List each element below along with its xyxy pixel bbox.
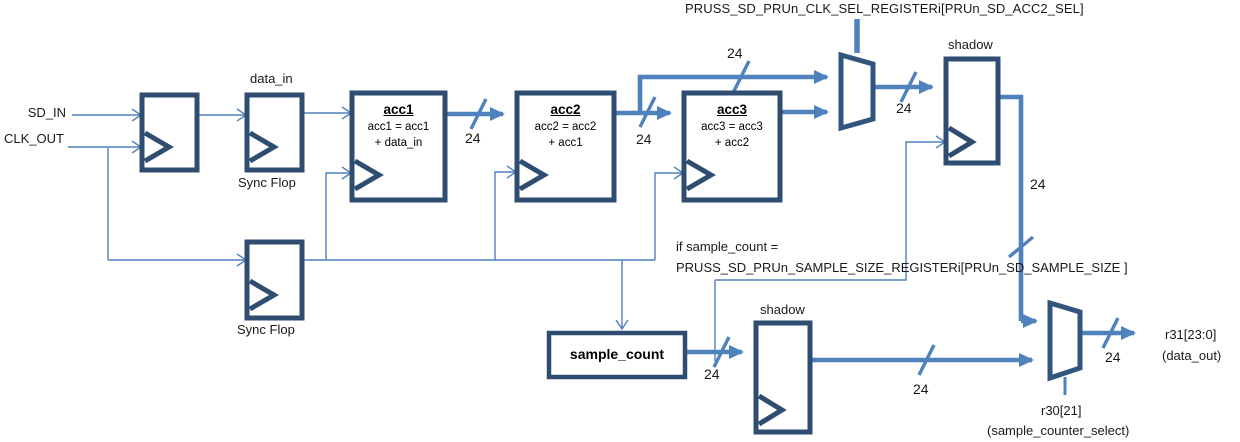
clk-sel-register-label: PRUSS_SD_PRUn_CLK_SEL_REGISTERi[PRUn_SD_… xyxy=(685,1,1084,16)
acc1-content: acc1 acc1 = acc1 + data_in xyxy=(352,93,445,200)
acc-select-mux xyxy=(838,51,876,132)
slash-acc2-acc3 xyxy=(638,96,657,128)
clock-chevron-icon xyxy=(757,393,787,427)
bus-slashes xyxy=(469,60,1120,376)
acc2-branch-to-mux-bus xyxy=(637,70,829,113)
acc2-clock-wire xyxy=(494,165,518,260)
acc2-content: acc2 acc2 = acc2 + acc1 xyxy=(517,93,614,200)
acc1-eq1: acc1 = acc1 xyxy=(367,121,430,133)
condition-line1: if sample_count = xyxy=(676,239,779,254)
select-name-label: (sample_counter_select) xyxy=(987,423,1130,438)
data-out-register-label: r31[23:0] xyxy=(1165,327,1217,342)
clock-chevron-icon xyxy=(143,130,174,164)
bus-width-shadow-bottom: 24 xyxy=(913,381,929,397)
multiplexers xyxy=(838,51,1083,382)
acc3-clock-wire xyxy=(654,166,685,260)
slash-mux2-out xyxy=(1101,317,1120,349)
sync-flop-bottom-box xyxy=(244,239,305,321)
sync-flop-bottom-label: Sync Flop xyxy=(237,322,295,337)
thin-wires xyxy=(68,106,944,361)
bus-width-acc2-acc3: 24 xyxy=(636,131,652,147)
bus-width-samplecount: 24 xyxy=(704,366,720,382)
data-out-name-label: (data_out) xyxy=(1162,348,1222,363)
clock-chevron-icon xyxy=(518,158,549,192)
sync-flop-top-label: Sync Flop xyxy=(238,175,296,190)
slash-acc1-acc2 xyxy=(469,98,488,130)
output-select-mux xyxy=(1047,299,1083,382)
acc1-equation: acc1 = acc1 + data_in xyxy=(368,120,430,151)
shadow-bottom-label: shadow xyxy=(760,302,805,317)
select-register-label: r30[21] xyxy=(1041,403,1082,418)
slash-shadow-vertical xyxy=(1007,235,1035,259)
bus-width-mux2-out: 24 xyxy=(1105,349,1121,365)
shadow-top-box xyxy=(943,56,1001,166)
clk-out-label: CLK_OUT xyxy=(4,131,64,146)
acc3-title: acc3 xyxy=(716,102,748,117)
acc1-title: acc1 xyxy=(383,102,414,117)
acc2-title: acc2 xyxy=(550,102,581,117)
bus-wires xyxy=(445,19,1136,395)
bus-width-branch-top: 24 xyxy=(727,45,743,61)
bus-width-mux1-out: 24 xyxy=(896,100,912,116)
slash-shadow-bottom xyxy=(917,344,936,376)
sample-size-condition-wire xyxy=(714,142,944,361)
acc1-eq2: + data_in xyxy=(374,136,423,149)
acc3-eq2: + acc2 xyxy=(714,136,750,149)
sd-in-label: SD_IN xyxy=(27,105,66,120)
acc3-content: acc3 acc3 = acc3 + acc2 xyxy=(684,93,780,200)
clock-chevron-icon xyxy=(353,158,384,192)
slash-samplecount xyxy=(712,336,731,368)
acc3-equation: acc3 = acc3 + acc2 xyxy=(701,120,763,151)
sample-count-box xyxy=(546,330,688,380)
shadow-top-label: shadow xyxy=(948,37,993,52)
sample-count-label: sample_count xyxy=(569,346,665,362)
slash-branch-top xyxy=(732,60,751,92)
slash-mux1-out xyxy=(899,71,918,103)
clock-chevron-icon xyxy=(248,278,279,312)
shadow-bottom-box xyxy=(753,320,813,435)
acc2-equation: acc2 = acc2 + acc1 xyxy=(535,120,597,151)
clock-chevron-icon xyxy=(947,125,977,159)
clock-chevron-icons xyxy=(143,125,977,427)
clock-chevron-icon xyxy=(248,130,279,164)
acc2-eq1: acc2 = acc2 xyxy=(534,121,597,133)
clock-chevron-icon xyxy=(685,158,716,192)
acc2-eq2: + acc1 xyxy=(548,136,583,149)
acc3-eq1: acc3 = acc3 xyxy=(701,121,763,133)
bus-width-acc1-acc2: 24 xyxy=(465,130,481,146)
bus-width-shadow-vertical: 24 xyxy=(1030,176,1046,192)
data-in-label: data_in xyxy=(250,71,293,86)
acc1-clock-wire xyxy=(325,166,353,260)
condition-line2: PRUSS_SD_PRUn_SAMPLE_SIZE_REGISTERi[PRUn… xyxy=(676,260,1128,275)
shadow-to-mux2-top-bus xyxy=(998,94,1036,321)
